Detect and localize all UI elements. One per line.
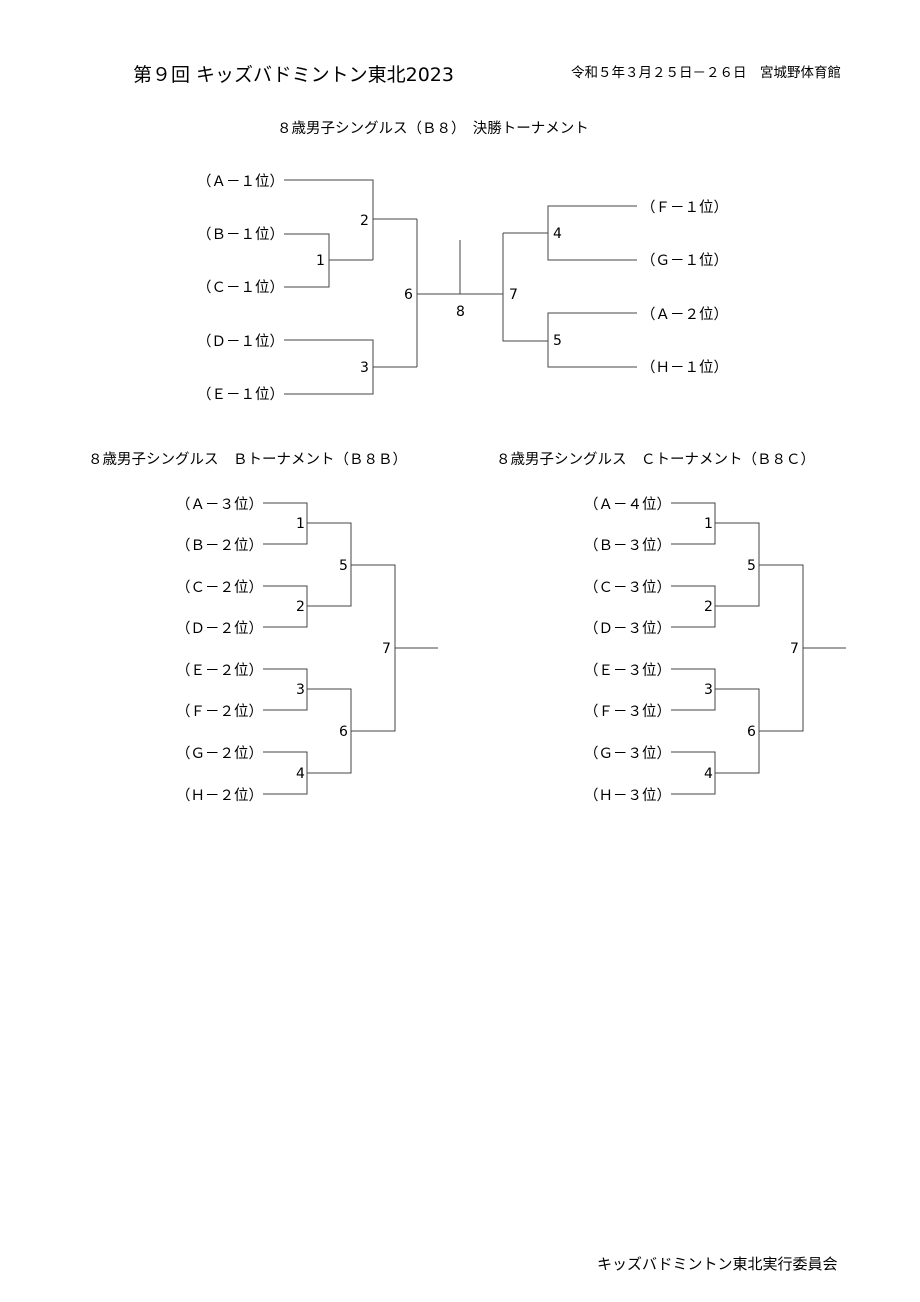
b-match-number-5: 5 [339,558,348,574]
b-entry-6: （Ｆ－２位） [176,703,263,720]
final-entry-right-1: （Ｆ－１位） [641,199,728,216]
b-entry-5: （Ｅ－２位） [176,662,263,679]
c-match-number-4: 4 [704,766,713,782]
final-entry-left-1: （Ａ－１位） [197,173,284,190]
c-entry-5: （Ｅ－３位） [584,662,671,679]
final-tournament-title: ８歳男子シングルス（Ｂ８） 決勝トーナメント [277,121,589,137]
c-match-number-7: 7 [790,641,799,657]
final-match-number-5: 5 [553,333,562,349]
c-tournament-title: ８歳男子シングルス Ｃトーナメント（Ｂ８Ｃ） [496,452,815,468]
b-match-number-6: 6 [339,724,348,740]
c-match-number-6: 6 [747,724,756,740]
c-match-number-5: 5 [747,558,756,574]
final-match-number-4: 4 [553,226,562,242]
final-bracket-lines [284,179,637,395]
b-entry-7: （Ｇ－２位） [176,745,263,762]
final-match-number-3: 3 [360,360,369,376]
b-match-number-1: 1 [296,516,305,532]
final-match-number-7: 7 [509,287,518,303]
b-match-number-3: 3 [296,682,305,698]
final-match-number-2: 2 [360,213,369,229]
b-entry-3: （Ｃ－２位） [176,579,263,596]
final-match-number-6: 6 [404,287,413,303]
b-match-number-7: 7 [382,641,391,657]
final-entry-right-2: （Ｇ－１位） [641,252,728,269]
c-entry-6: （Ｆ－３位） [584,703,671,720]
final-entry-left-3: （Ｃ－１位） [197,279,284,296]
c-entry-4: （Ｄ－３位） [584,620,671,637]
c-match-number-2: 2 [704,599,713,615]
final-entry-right-4: （Ｈ－１位） [641,359,728,376]
c-bracket-lines [671,502,846,795]
b-entry-1: （Ａ－３位） [176,496,263,513]
c-match-number-3: 3 [704,682,713,698]
organizer-footer: キッズバドミントン東北実行委員会 [597,1255,838,1273]
c-entry-1: （Ａ－４位） [584,496,671,513]
final-entry-left-2: （Ｂ－１位） [197,226,284,243]
c-entry-2: （Ｂ－３位） [584,537,671,554]
final-entry-left-5: （Ｅ－１位） [197,386,284,403]
b-match-number-2: 2 [296,599,305,615]
final-match-number-1: 1 [316,253,325,269]
c-match-number-1: 1 [704,516,713,532]
b-entry-4: （Ｄ－２位） [176,620,263,637]
c-entry-8: （Ｈ－３位） [584,787,671,804]
b-match-number-4: 4 [296,766,305,782]
final-entry-left-4: （Ｄ－１位） [197,333,284,350]
b-entry-2: （Ｂ－２位） [176,537,263,554]
document-title: 第９回 キッズバドミントン東北2023 [133,64,454,86]
date-venue: 令和５年３月２５日－２６日 宮城野体育館 [571,65,841,81]
c-entry-3: （Ｃ－３位） [584,579,671,596]
b-bracket-lines [263,502,438,795]
b-entry-8: （Ｈ－２位） [176,787,263,804]
final-match-number-8: 8 [456,304,465,320]
final-entry-right-3: （Ａ－２位） [641,306,728,323]
b-tournament-title: ８歳男子シングルス Ｂトーナメント（Ｂ８Ｂ） [88,452,407,468]
c-entry-7: （Ｇ－３位） [584,745,671,762]
